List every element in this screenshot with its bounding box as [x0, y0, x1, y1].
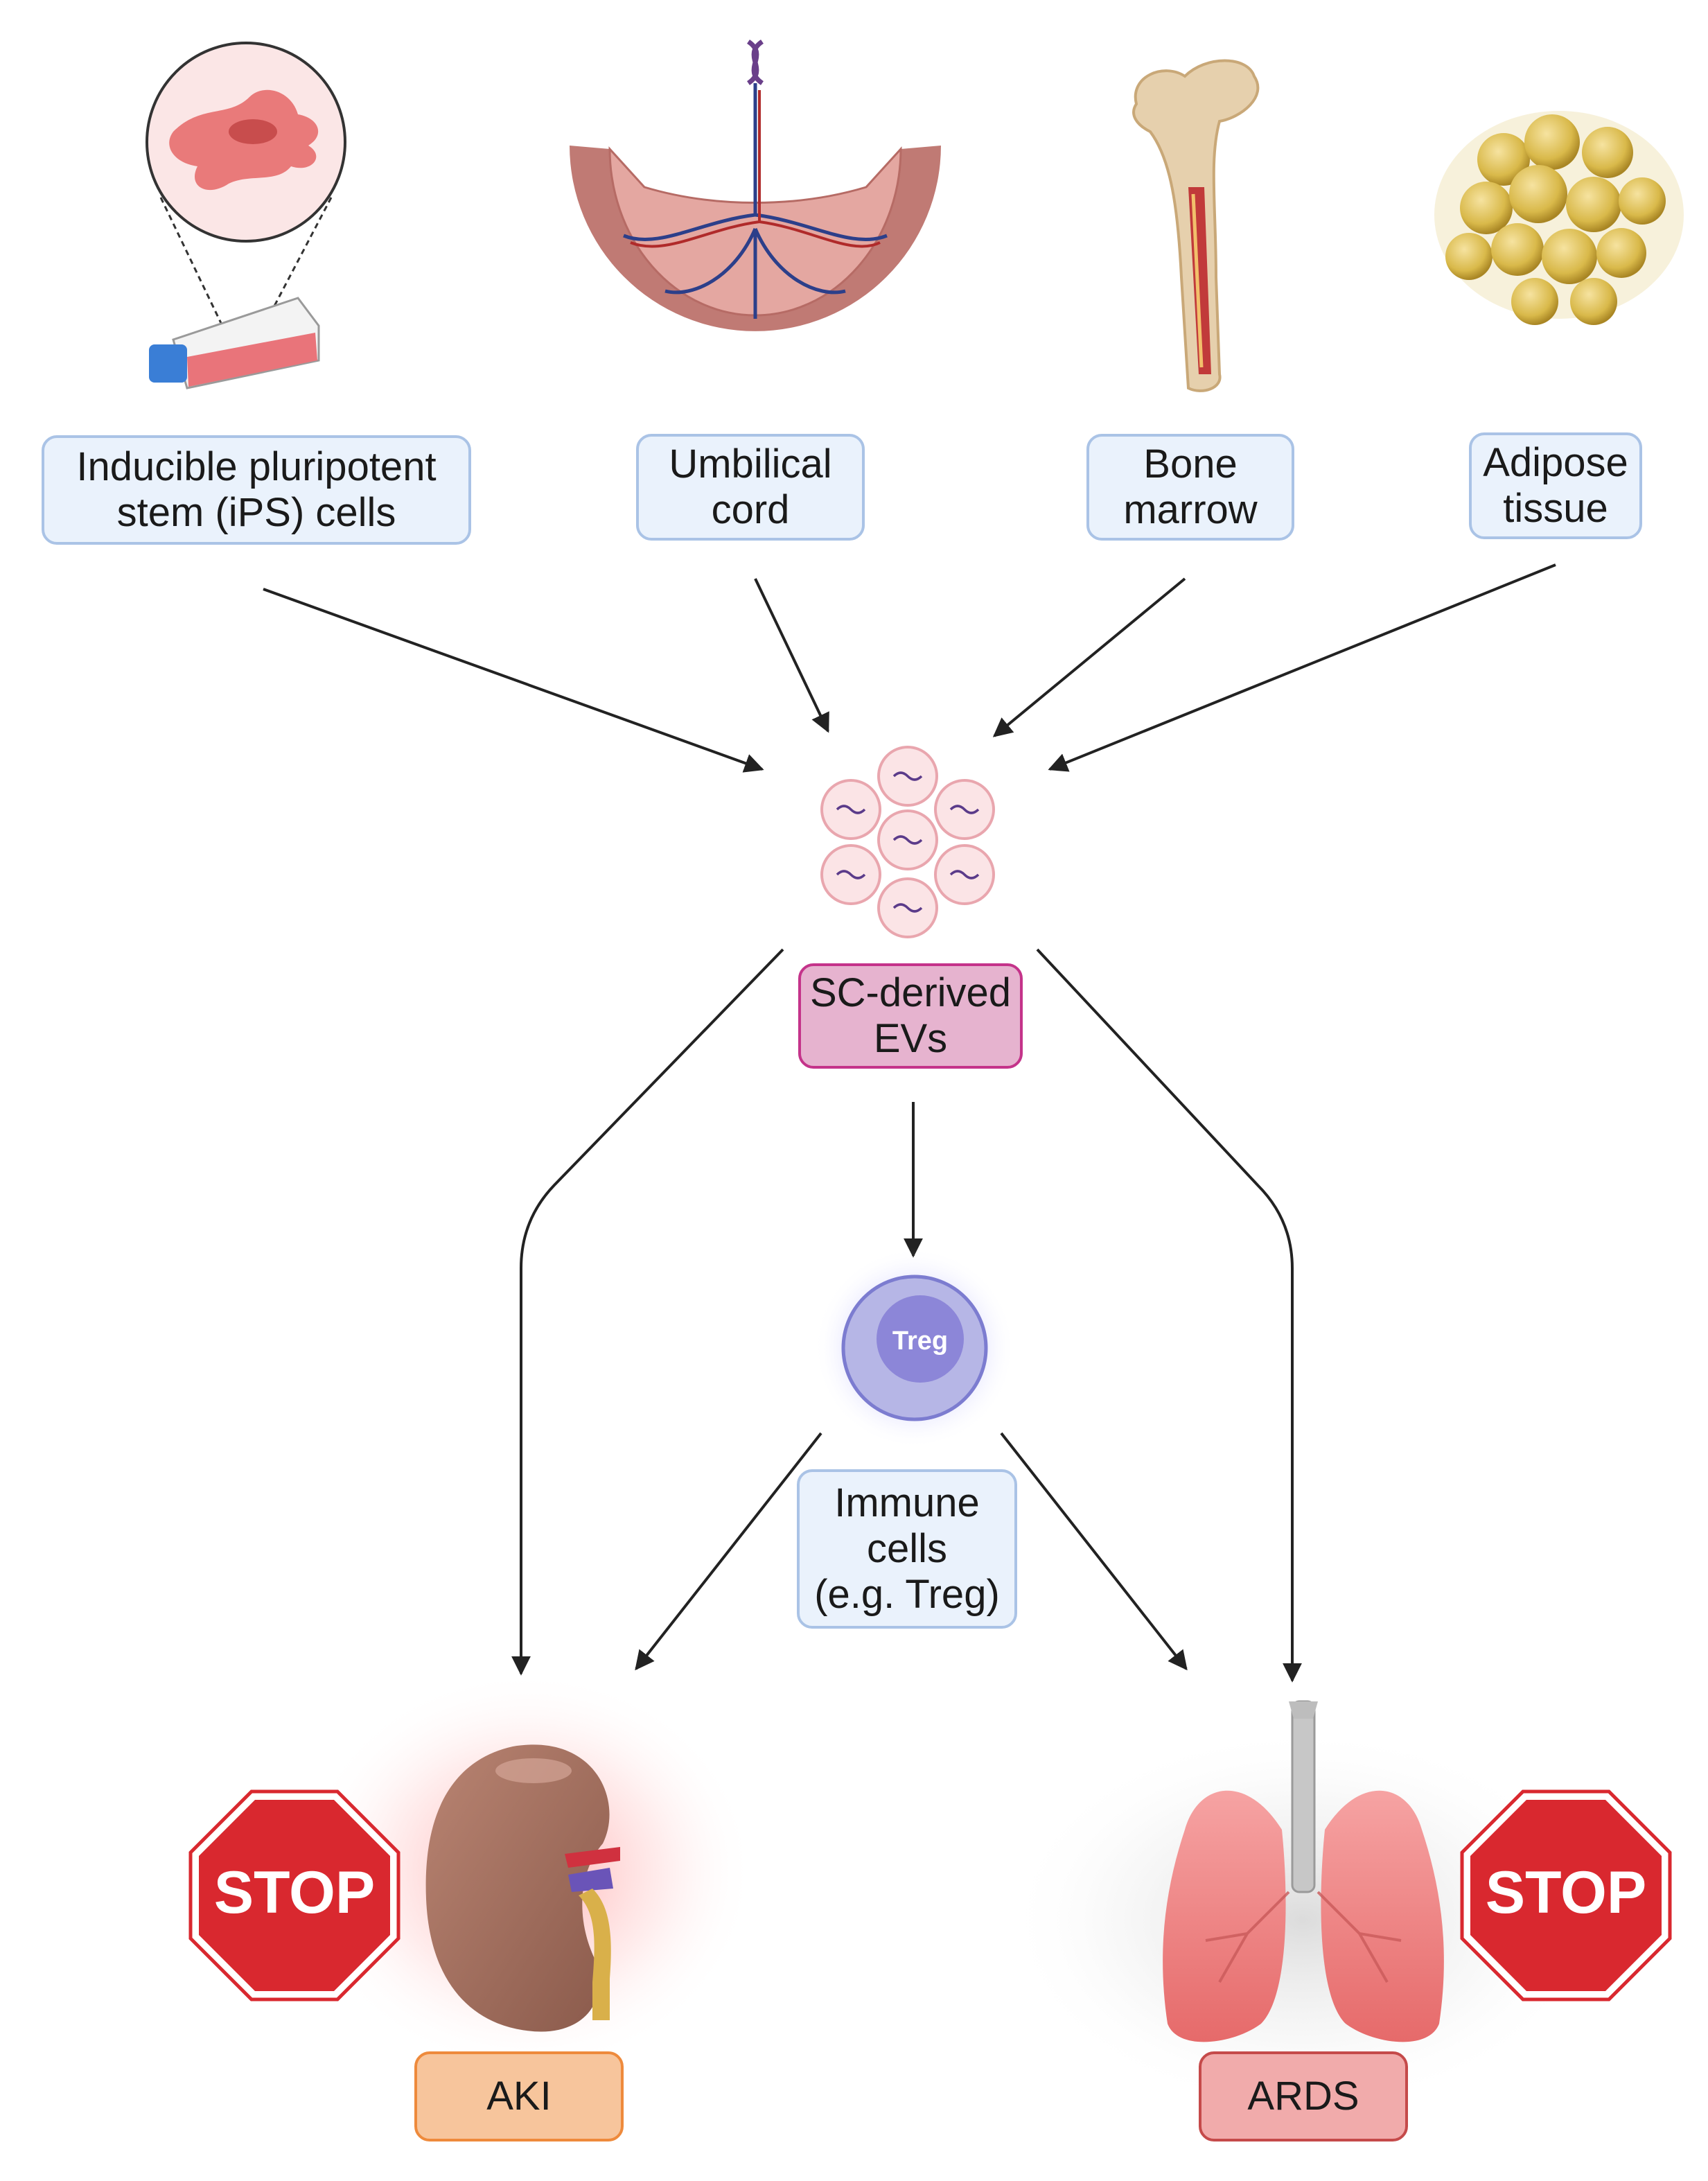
extracellular-vesicles-icon [820, 746, 995, 938]
label-aki: AKI [414, 2051, 624, 2141]
arrow-treg-to-aki [635, 1432, 822, 1671]
arrow-evs-to-aki [511, 948, 784, 1676]
arrow-adipose-to-evs [1048, 563, 1556, 772]
arrow-ips-to-evs [263, 588, 764, 773]
label-sc-derived-evs: SC-derived EVs [798, 963, 1023, 1069]
kidney-icon [298, 1670, 755, 2072]
arrow-cord-to-evs [754, 578, 829, 733]
stop-sign-right: STOP [1460, 1789, 1672, 2002]
stop-text-left: STOP [214, 1859, 376, 1926]
arrows-sources-to-evs [263, 563, 1556, 773]
label-bone-marrow: Bone marrow [1086, 434, 1294, 541]
arrow-evs-to-ards [1036, 948, 1302, 1683]
femur-bone-marrow-icon [1132, 59, 1260, 392]
label-adipose-tissue: Adipose tissue [1469, 432, 1642, 539]
label-immune-cells: Immune cells (e.g. Treg) [797, 1469, 1017, 1629]
lungs-icon [1005, 1700, 1601, 2114]
treg-cell-label: Treg [892, 1326, 948, 1356]
placenta-umbilical-cord-icon [570, 40, 941, 331]
arrows-from-evs [511, 948, 1302, 1683]
stop-sign-left: STOP [188, 1789, 400, 2002]
stop-text-right: STOP [1486, 1859, 1647, 1926]
label-ips-cells: Inducible pluripotent stem (iPS) cells [42, 435, 471, 545]
adipocytes-icon [1434, 111, 1684, 325]
cell-culture-flask-icon [146, 42, 346, 389]
label-ards: ARDS [1199, 2051, 1408, 2141]
label-umbilical-cord: Umbilical cord [636, 434, 865, 541]
treg-cell-icon: Treg [814, 1247, 1015, 1448]
arrow-marrow-to-evs [992, 577, 1186, 737]
arrow-treg-to-ards [1000, 1432, 1188, 1671]
